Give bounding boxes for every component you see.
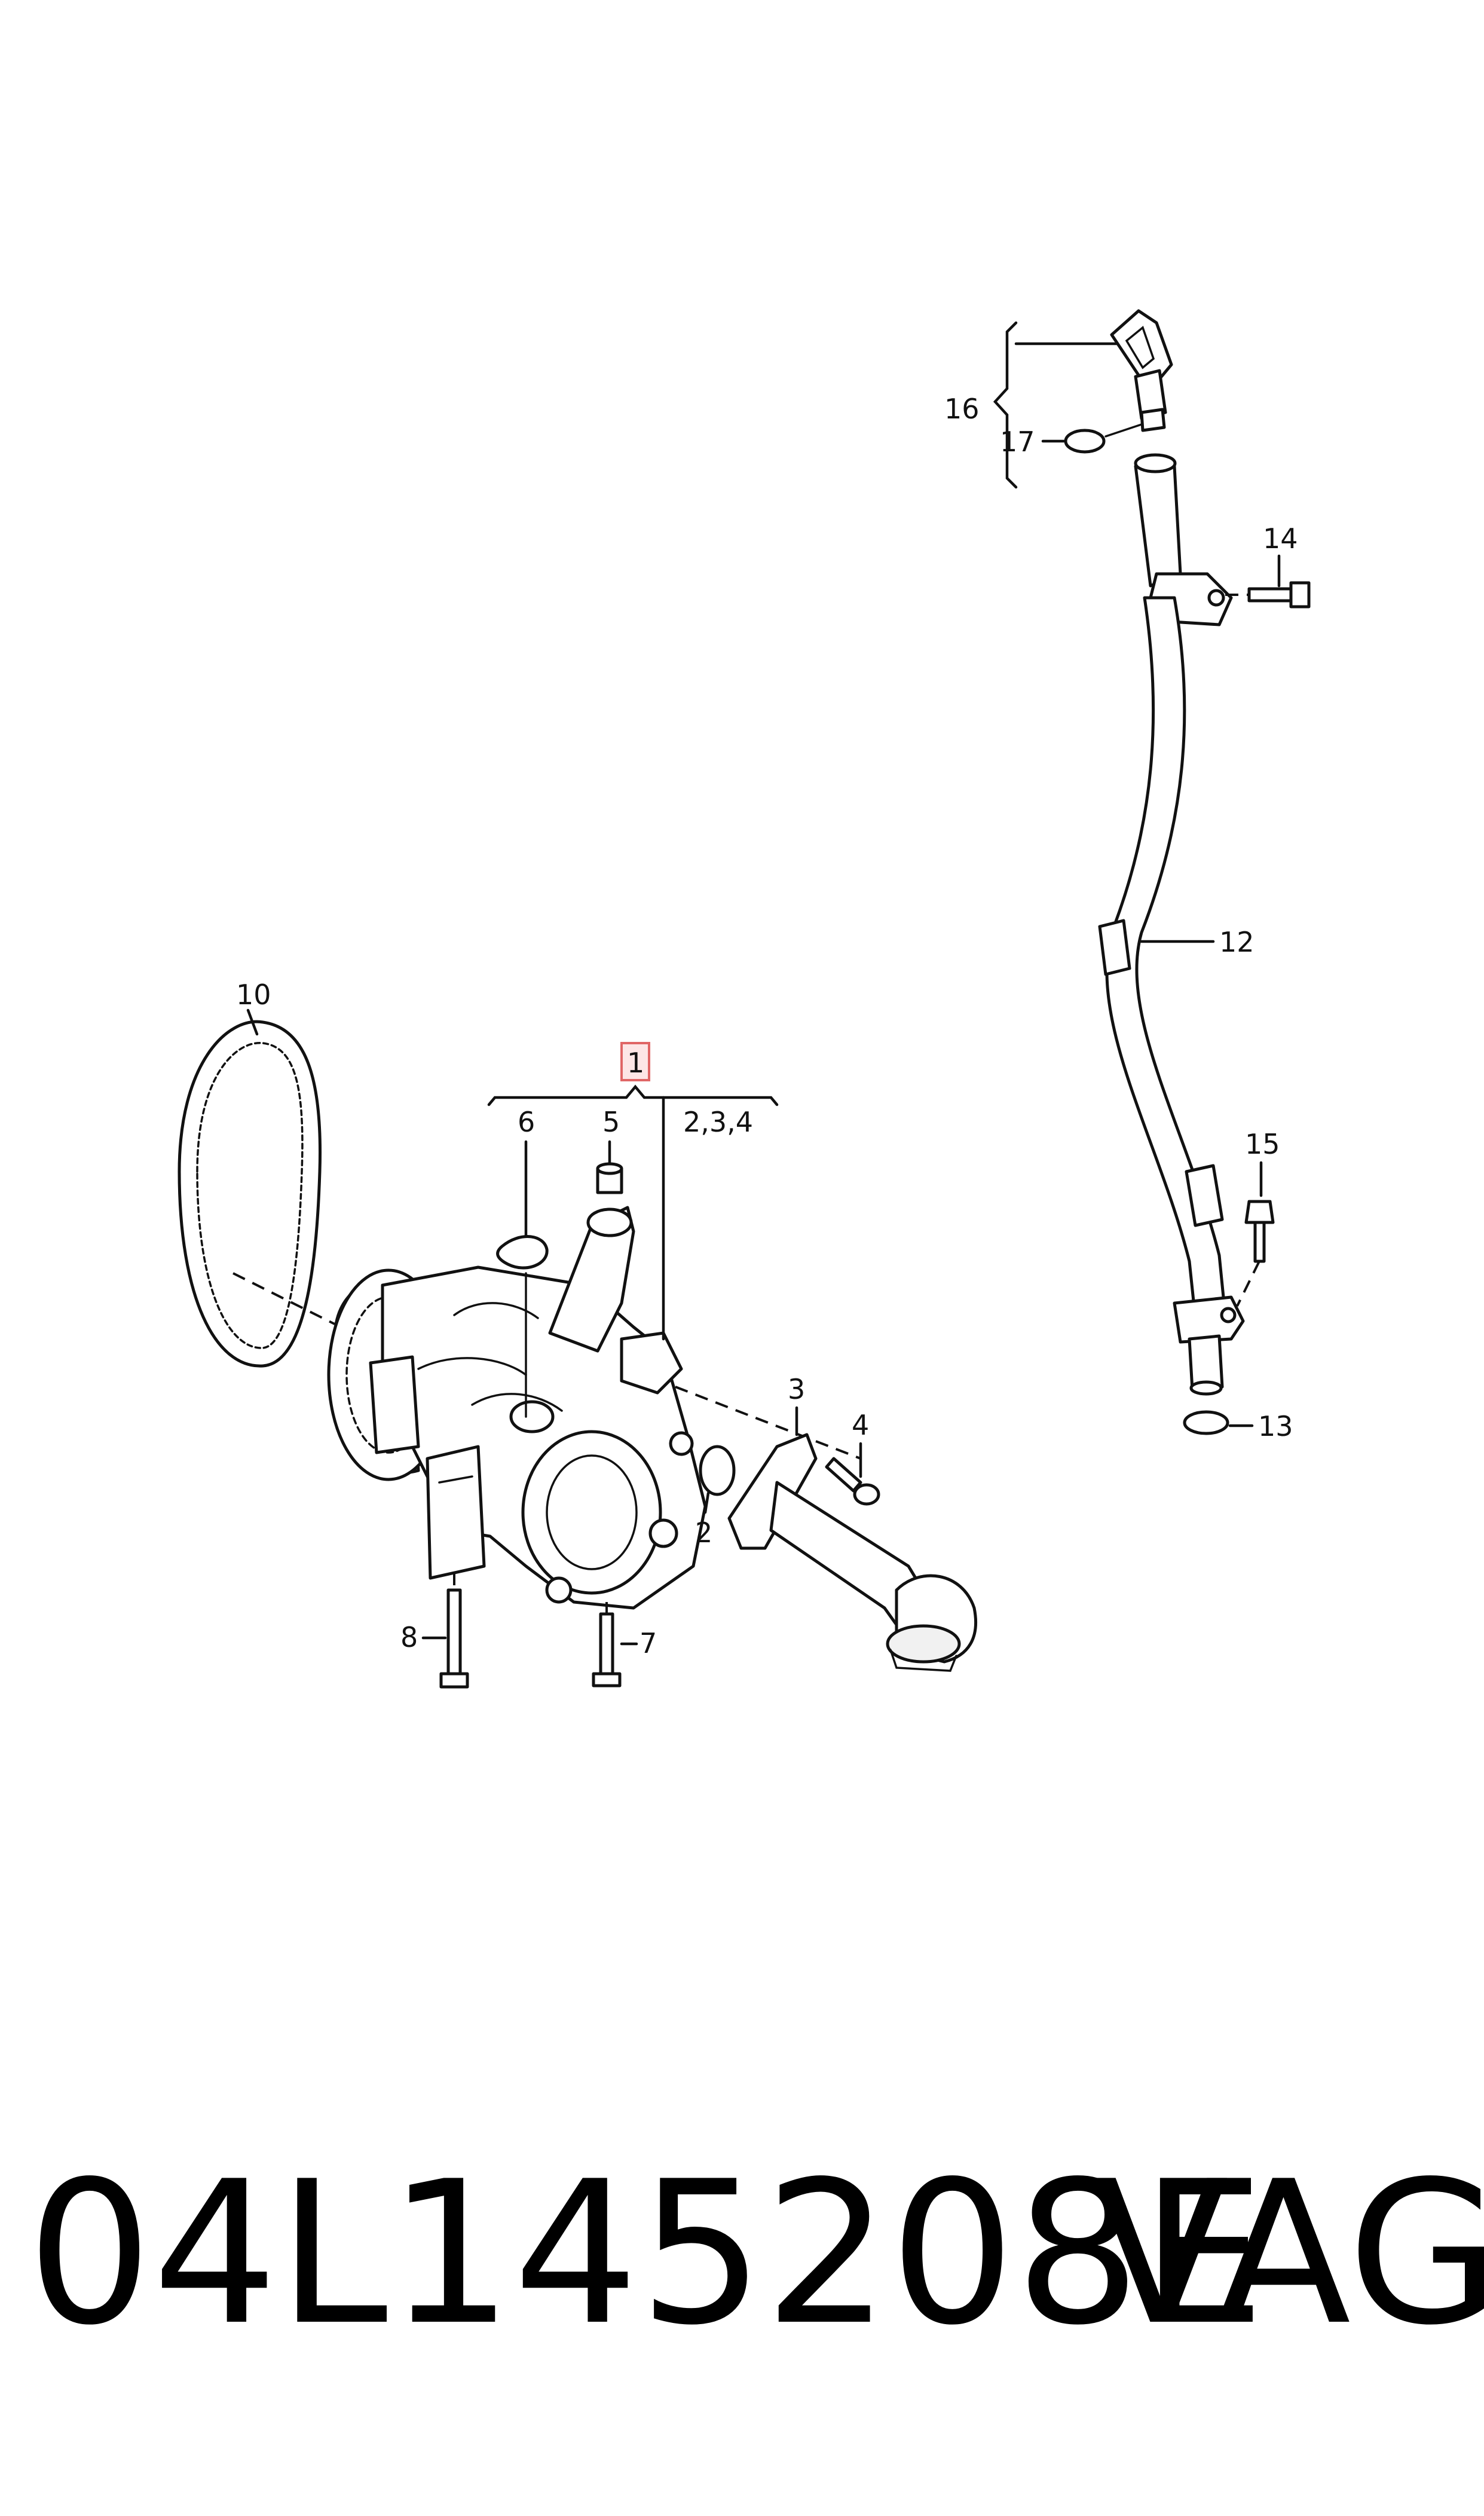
label-12: 12 — [1219, 926, 1254, 958]
label-2: 2 — [695, 1517, 712, 1549]
o-ring[interactable] — [699, 1445, 736, 1496]
part-number: 04L145208E — [27, 2139, 1266, 2368]
label-17: 17 — [1000, 426, 1035, 458]
bolt-7[interactable] — [592, 1612, 622, 1687]
label-15: 15 — [1245, 1128, 1280, 1160]
brand-name: VAG — [1094, 2139, 1484, 2368]
label-6: 6 — [518, 1106, 535, 1138]
label-10: 10 — [236, 979, 271, 1011]
label-16: 16 — [944, 393, 980, 425]
bolt-14[interactable] — [1247, 581, 1311, 609]
bolt-8[interactable] — [439, 1588, 469, 1689]
bolt-15[interactable] — [1244, 1200, 1275, 1263]
oil-dipstick[interactable] — [1110, 309, 1173, 432]
label-4: 4 — [852, 1409, 869, 1441]
label-1[interactable]: 1 — [627, 1047, 644, 1079]
toothed-belt[interactable] — [178, 1020, 322, 1368]
seal-ring[interactable] — [1064, 429, 1106, 454]
o-ring-13[interactable] — [1183, 1410, 1229, 1435]
label-5: 5 — [602, 1106, 620, 1138]
label-2-3-4: 2,3,4 — [683, 1106, 753, 1138]
dipstick-guide-tube[interactable] — [1098, 453, 1245, 1396]
label-8: 8 — [400, 1621, 418, 1653]
oil-pump-assembly[interactable] — [327, 1206, 707, 1610]
label-14: 14 — [1263, 522, 1298, 555]
bolt-m6[interactable] — [825, 1457, 880, 1506]
label-13: 13 — [1258, 1410, 1293, 1442]
oil-suction-pipe[interactable] — [727, 1433, 978, 1672]
gasket[interactable] — [496, 1235, 549, 1270]
label-3: 3 — [788, 1373, 805, 1405]
selected-part-highlight — [620, 1042, 650, 1081]
label-7: 7 — [640, 1627, 657, 1659]
